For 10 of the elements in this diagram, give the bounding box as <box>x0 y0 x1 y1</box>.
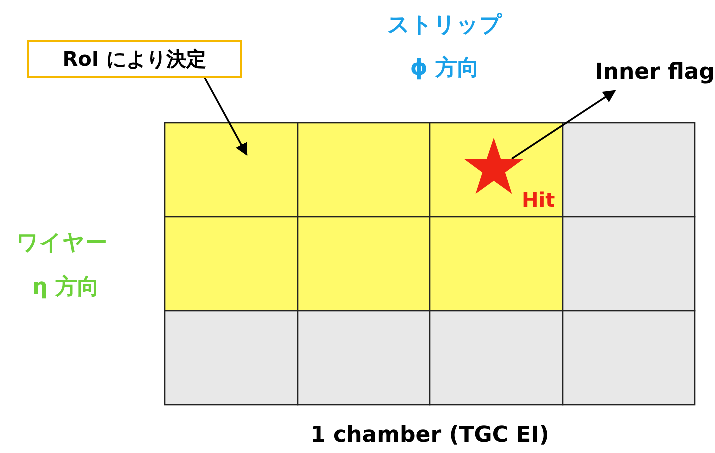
arrow <box>512 90 616 160</box>
wire-label: ワイヤー <box>16 230 108 258</box>
chamber-caption: 1 chamber (TGC EI) <box>310 423 550 448</box>
direction-label: η 方向 <box>32 274 100 302</box>
text-label: Inner flag <box>572 55 715 91</box>
direction-label: ϕ 方向 <box>410 54 480 83</box>
arrow <box>204 78 248 156</box>
note-box: RoI により決定 <box>27 40 242 78</box>
hit-label: Hit <box>522 188 556 212</box>
strip-label: ストリップ <box>388 12 502 40</box>
